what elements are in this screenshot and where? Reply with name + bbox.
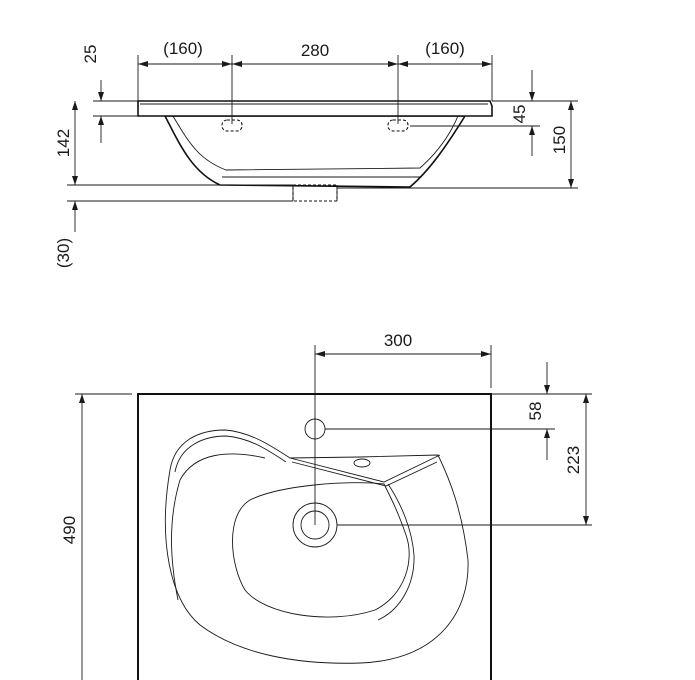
overflow-slot bbox=[353, 458, 371, 468]
dim-waste-from-back: 223 bbox=[564, 446, 583, 474]
arrow bbox=[529, 126, 535, 135]
arrow bbox=[98, 92, 104, 101]
arrow bbox=[98, 116, 104, 125]
dim-top-right-width: (160) bbox=[425, 39, 465, 58]
arrow bbox=[222, 61, 232, 67]
dim-waste-offset: 300 bbox=[384, 331, 412, 350]
arrow bbox=[568, 101, 574, 110]
arrow bbox=[138, 61, 148, 67]
basin-inner-rim bbox=[171, 453, 266, 601]
shelf-edge-inner bbox=[291, 461, 438, 487]
arrow bbox=[583, 516, 589, 525]
dim-top-left-width: (160) bbox=[163, 39, 203, 58]
waste-outlet-dashed bbox=[292, 184, 338, 202]
dim-total-depth: 490 bbox=[60, 516, 79, 544]
plan-view: 300 58 223 490 bbox=[60, 331, 592, 680]
inner-bowl-lip bbox=[377, 483, 415, 621]
shelf-edge bbox=[289, 454, 441, 483]
dim-tap-hole-depth: 45 bbox=[510, 105, 529, 124]
arrow bbox=[544, 429, 550, 438]
countertop-slab bbox=[137, 100, 493, 117]
arrow bbox=[232, 61, 242, 67]
arrow bbox=[72, 101, 78, 110]
arrow bbox=[79, 394, 85, 403]
inner-bowl bbox=[232, 482, 410, 618]
arrow bbox=[583, 394, 589, 403]
dim-total-height: 150 bbox=[550, 126, 569, 154]
side-view: (160) 280 (160) 25 142 (30) 45 bbox=[54, 39, 578, 268]
basin-inner-line bbox=[172, 115, 459, 171]
arrow bbox=[398, 61, 408, 67]
arrow bbox=[529, 92, 535, 101]
dim-tap-offset: 58 bbox=[526, 402, 545, 421]
dim-center-width: 280 bbox=[301, 41, 329, 60]
arrow bbox=[315, 351, 325, 357]
basin-side-outline bbox=[163, 115, 467, 188]
basin-outer-shell bbox=[165, 429, 469, 664]
dim-left-height: 142 bbox=[54, 129, 73, 157]
dim-rim-thickness: 25 bbox=[81, 45, 100, 64]
arrow bbox=[72, 201, 78, 210]
arrow bbox=[544, 385, 550, 394]
countertop-outline bbox=[137, 393, 492, 680]
arrow bbox=[388, 61, 398, 67]
basin-outer-shell-inner bbox=[174, 435, 287, 473]
arrow bbox=[481, 351, 491, 357]
arrow bbox=[72, 176, 78, 185]
dim-waste-depth: (30) bbox=[54, 238, 73, 268]
arrow bbox=[568, 179, 574, 188]
arrow bbox=[482, 61, 492, 67]
